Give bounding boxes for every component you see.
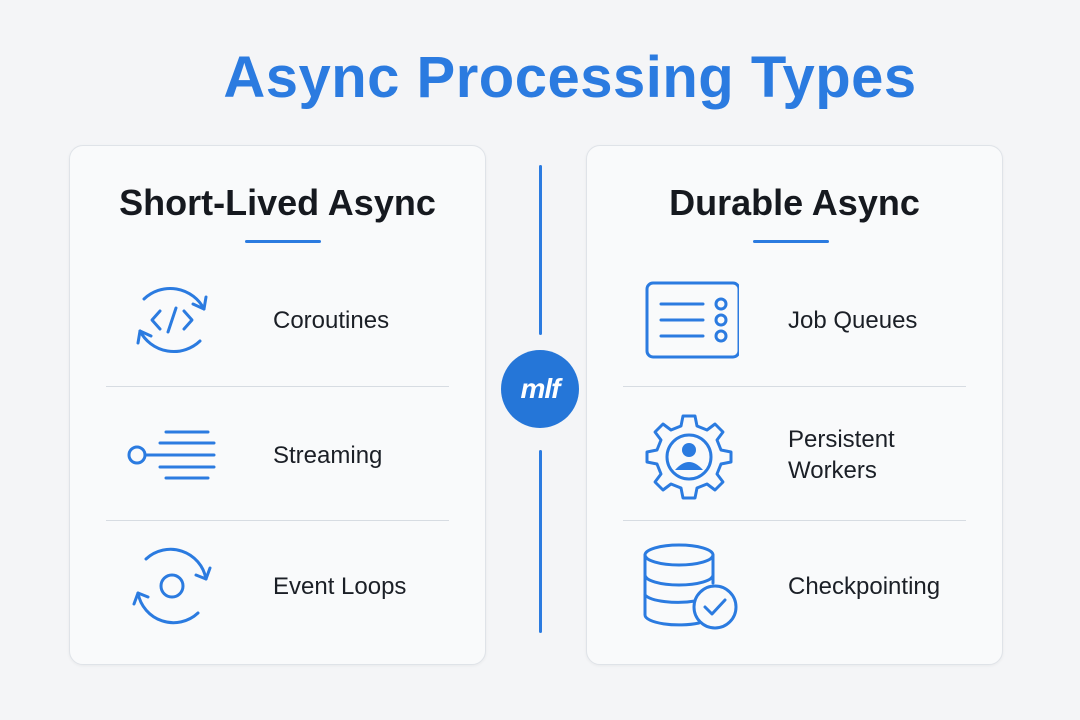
queue-list-icon xyxy=(639,275,739,365)
panel-title: Durable Async xyxy=(669,182,920,223)
list-item-coroutines: Coroutines xyxy=(106,253,449,387)
page-title: Async Processing Types xyxy=(223,45,917,110)
panel-title: Short-Lived Async xyxy=(119,182,436,223)
divider xyxy=(623,520,966,521)
title-underline xyxy=(245,240,321,243)
list-item-streaming: Streaming xyxy=(106,388,449,522)
divider xyxy=(106,520,449,521)
center-divider-bottom xyxy=(539,450,542,633)
item-label: Checkpointing xyxy=(788,572,941,600)
item-label: Event Loops xyxy=(273,572,407,600)
stream-lines-icon xyxy=(122,410,222,500)
item-label: Job Queues xyxy=(788,306,918,334)
title-underline xyxy=(753,240,829,243)
list-item-job-queues: Job Queues xyxy=(623,253,966,387)
code-cycle-icon xyxy=(122,275,222,365)
brand-logo: mlf xyxy=(501,350,579,428)
item-label: Streaming xyxy=(273,441,383,469)
list-item-persistent-workers: Persistent Workers xyxy=(623,388,966,522)
divider xyxy=(106,386,449,387)
item-label: Persistent Workers xyxy=(788,426,895,484)
database-check-icon xyxy=(639,541,739,631)
divider xyxy=(623,386,966,387)
item-label: Coroutines xyxy=(273,306,390,334)
durable-async-panel: Durable Async Job Queues Per xyxy=(586,145,1003,665)
gear-worker-icon xyxy=(639,410,739,500)
list-item-checkpointing: Checkpointing xyxy=(623,519,966,653)
short-lived-async-panel: Short-Lived Async Coroutines xyxy=(69,145,486,665)
center-divider-top xyxy=(539,165,542,335)
loop-icon xyxy=(122,541,222,631)
list-item-event-loops: Event Loops xyxy=(106,519,449,653)
